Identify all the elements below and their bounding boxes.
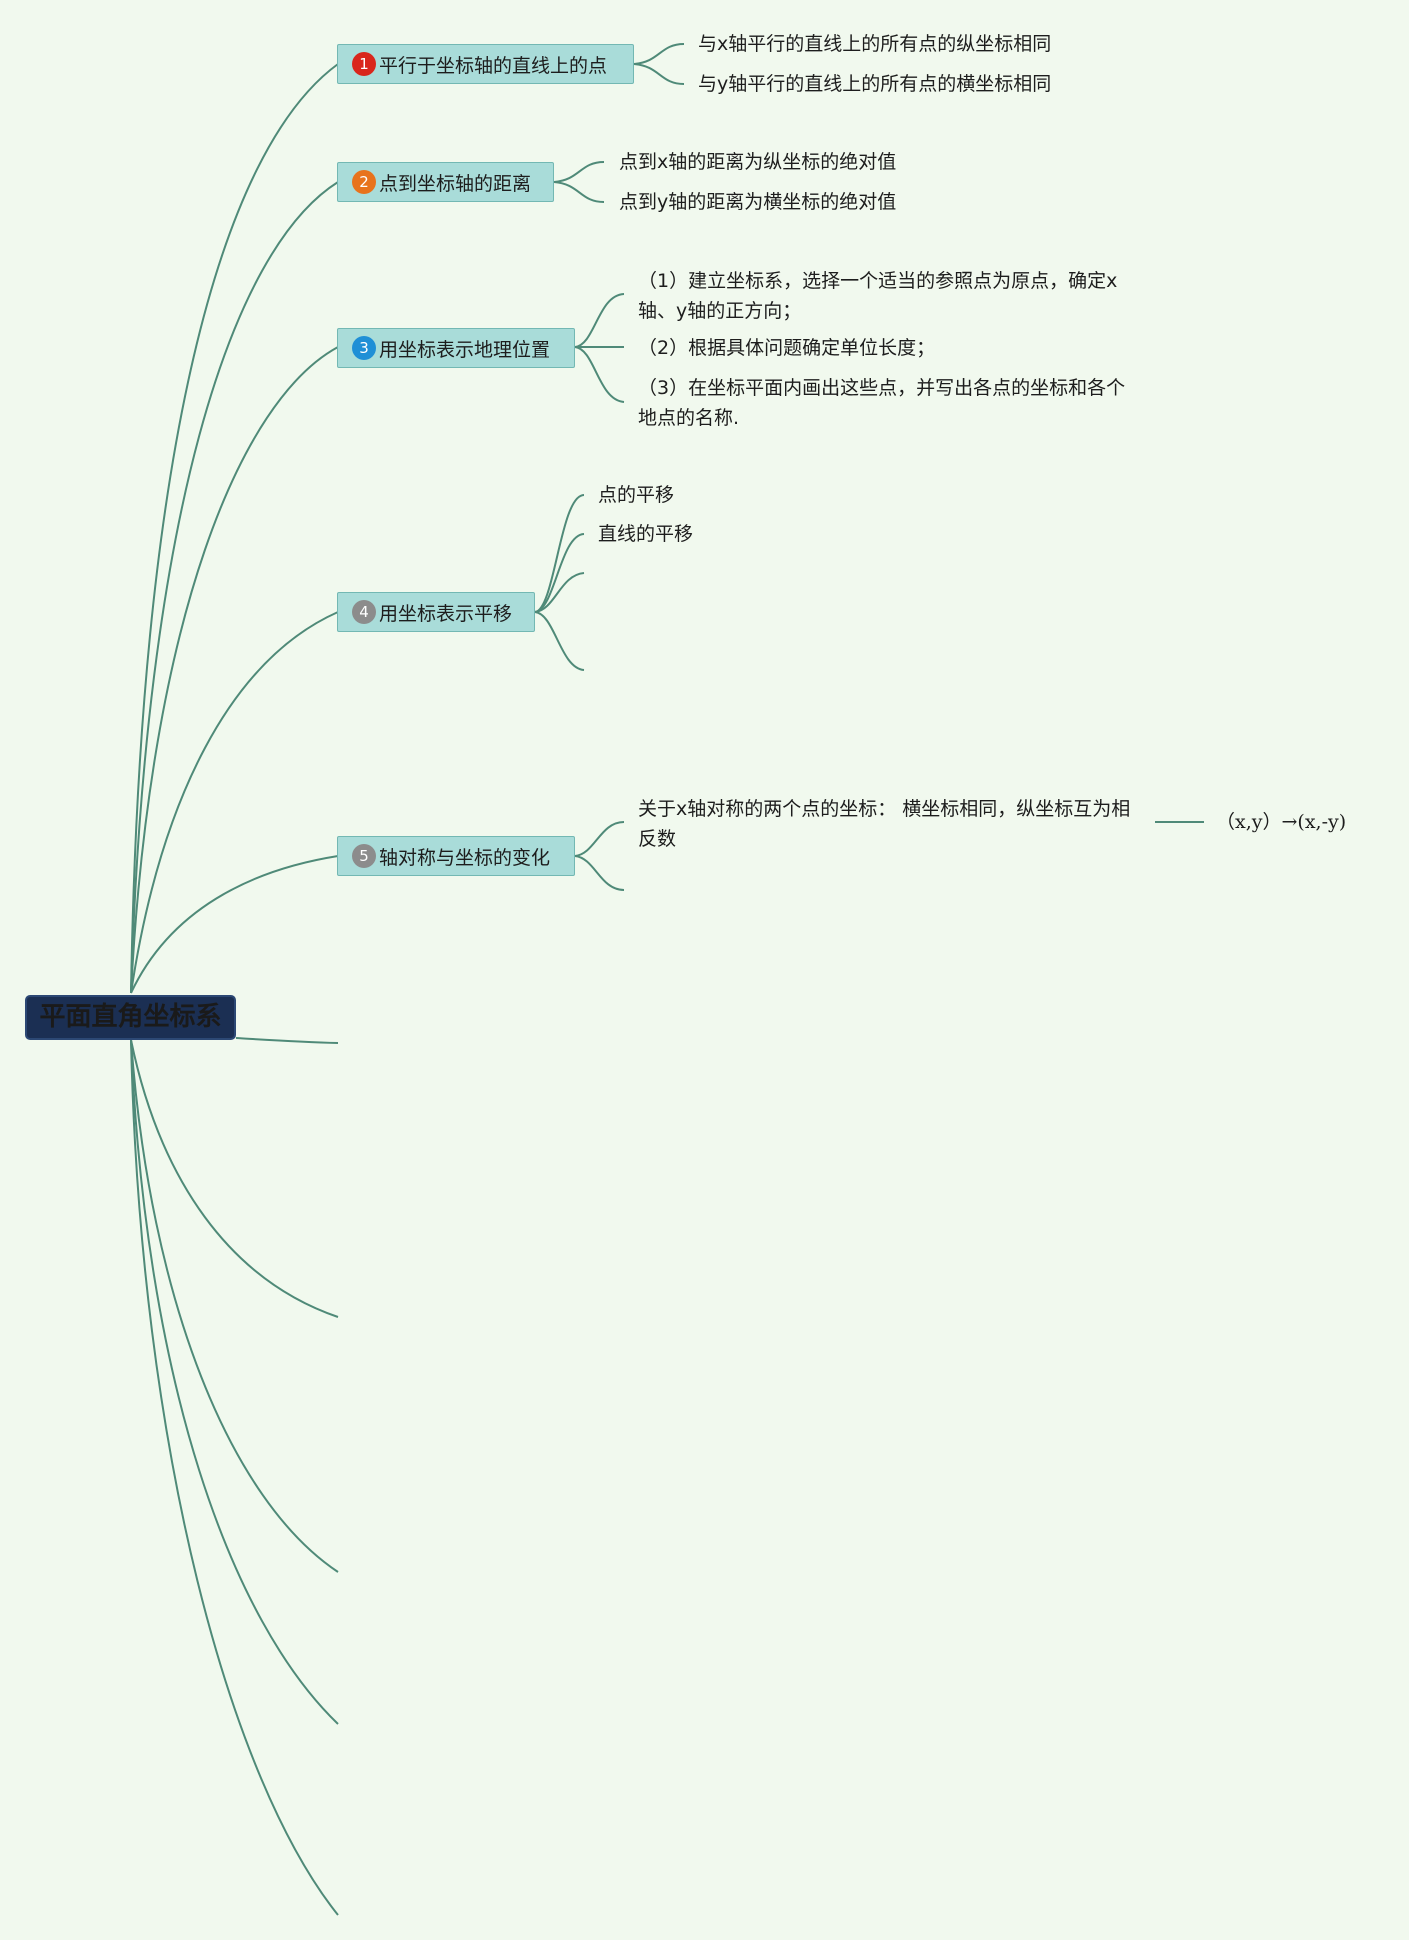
connector-root-branch-4	[130, 611, 339, 994]
number-2-icon: 2	[352, 170, 376, 194]
connector-root-empty-2	[130, 1039, 339, 1318]
branch-2-topic[interactable]: 2 点到坐标轴的距离	[337, 162, 554, 202]
branch-4-topic[interactable]: 4 用坐标表示平移	[337, 592, 535, 632]
branch-3-child-2[interactable]: （2）根据具体问题确定单位长度；	[638, 337, 936, 359]
branch-5-topic[interactable]: 5 轴对称与坐标的变化	[337, 836, 575, 876]
connector-root-branch-2	[130, 181, 339, 994]
connector-root-empty-4	[130, 1039, 339, 1725]
connector-branch-4-child-2	[534, 533, 585, 613]
connector-branch-1-child-1	[633, 43, 685, 65]
connector-branch-4-child-1	[534, 494, 585, 613]
branch-3-label: 用坐标表示地理位置	[379, 338, 551, 361]
branch-1-child-1[interactable]: 与x轴平行的直线上的所有点的纵坐标相同	[698, 33, 1052, 55]
connector-root-empty-3	[130, 1039, 339, 1573]
branch-3-child-1[interactable]: （1）建立坐标系，选择一个适当的参照点为原点，确定x轴、y轴的正方向；	[638, 270, 1118, 322]
branch-3-topic[interactable]: 3 用坐标表示地理位置	[337, 328, 575, 368]
branch-2-child-1[interactable]: 点到x轴的距离为纵坐标的绝对值	[619, 151, 897, 173]
connector-branch-3-child-1	[574, 293, 625, 348]
branch-2-child-2[interactable]: 点到y轴的距离为横坐标的绝对值	[619, 191, 897, 213]
branch-5-child-1[interactable]: 关于x轴对称的两个点的坐标： 横坐标相同，纵坐标互为相反数	[638, 798, 1131, 850]
branch-4-label: 用坐标表示平移	[379, 602, 513, 625]
branch-5-label: 轴对称与坐标的变化	[379, 846, 551, 869]
connector-root-branch-1	[130, 63, 339, 994]
branch-1-topic[interactable]: 1 平行于坐标轴的直线上的点	[337, 44, 634, 84]
connector-branch-2-child-1	[553, 161, 605, 183]
branch-5-formula[interactable]: （x,y）→(x,-y)	[1216, 811, 1347, 833]
branch-4-child-1[interactable]: 点的平移	[598, 484, 675, 506]
number-5-icon: 5	[352, 844, 376, 868]
branch-1-child-2[interactable]: 与y轴平行的直线上的所有点的横坐标相同	[698, 73, 1052, 95]
connector-root-empty-5	[130, 1039, 339, 1916]
connector-branch-2-child-2	[553, 181, 605, 203]
number-1-icon: 1	[352, 52, 376, 76]
connector-root-branch-3	[130, 346, 339, 994]
root-topic[interactable]: 平面直角坐标系	[25, 995, 236, 1040]
connector-branch-4-child-4	[534, 611, 585, 671]
connector-branch-5-child-2	[574, 855, 625, 891]
connector-root-branch-5	[130, 855, 339, 994]
branch-1-label: 平行于坐标轴的直线上的点	[379, 54, 608, 77]
branch-2-label: 点到坐标轴的距离	[379, 172, 532, 195]
connector-branch-3-child-3	[574, 346, 625, 403]
branch-4-child-2[interactable]: 直线的平移	[598, 523, 694, 545]
connector-branch-1-child-2	[633, 63, 685, 85]
connector-root-empty-1	[235, 1037, 339, 1044]
connector-branch-4-child-3	[534, 572, 585, 613]
connector-branch-5-child-1	[574, 821, 625, 857]
branch-3-child-3[interactable]: （3）在坐标平面内画出这些点，并写出各点的坐标和各个地点的名称.	[638, 377, 1126, 429]
number-4-icon: 4	[352, 600, 376, 624]
number-3-icon: 3	[352, 336, 376, 360]
